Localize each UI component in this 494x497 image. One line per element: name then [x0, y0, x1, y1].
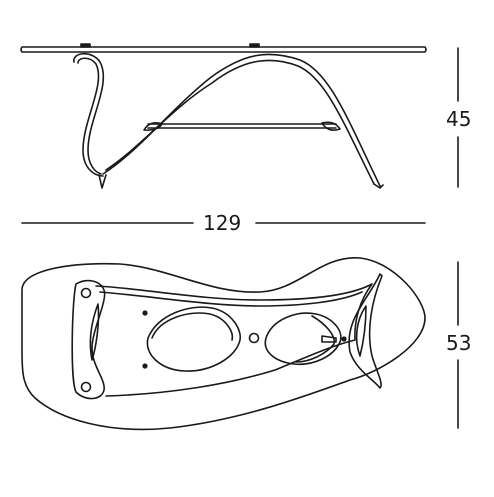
- arch-outer: [103, 54, 380, 186]
- side-view: [21, 43, 426, 188]
- left-oval-opening: [147, 307, 240, 371]
- arch-inner: [106, 60, 374, 184]
- mount-dot-right: [342, 337, 346, 341]
- left-leg-inner: [78, 58, 103, 176]
- mount-dot-bottom: [143, 364, 147, 368]
- right-end-fin: [349, 274, 382, 388]
- stretcher-joint-right: [322, 122, 340, 130]
- height-dimension-label: 45: [446, 107, 472, 131]
- left-bolt-bottom: [82, 383, 91, 392]
- stretcher-joint-left: [144, 123, 162, 130]
- top-pad-left: [80, 43, 91, 48]
- base-frame-inner: [100, 292, 362, 306]
- left-end-plate: [72, 281, 104, 399]
- right-oval-opening-inner: [296, 316, 334, 362]
- right-oval-clip: [322, 336, 336, 342]
- left-leg-outer: [74, 54, 103, 174]
- left-end-plate-slot: [90, 304, 98, 360]
- glass-top-side: [21, 47, 426, 52]
- top-pad-right: [249, 43, 260, 48]
- left-foot: [99, 175, 106, 188]
- glass-top-outline: [22, 258, 425, 430]
- depth-dimension-label: 53: [446, 331, 472, 355]
- left-bolt-top: [82, 289, 91, 298]
- right-end-fin-inner: [357, 306, 366, 356]
- length-dimension-label: 129: [203, 211, 242, 235]
- right-foot: [374, 184, 383, 188]
- center-bolt: [250, 334, 259, 343]
- stretcher-bar: [148, 124, 336, 128]
- top-view: [22, 258, 425, 430]
- left-oval-opening-inner: [152, 313, 232, 340]
- mount-dot-top: [143, 311, 147, 315]
- right-oval-opening: [265, 313, 341, 364]
